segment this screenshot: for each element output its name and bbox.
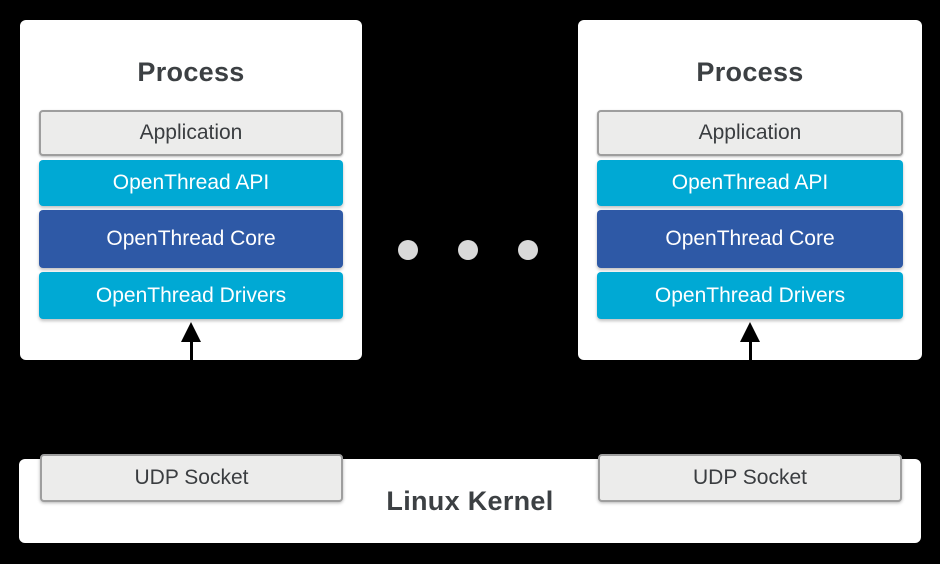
- process-title: Process: [696, 57, 804, 87]
- udp-socket-right: UDP Socket: [598, 454, 902, 502]
- ellipsis-separator: [398, 240, 538, 260]
- layer-openthread-api: OpenThread API: [39, 160, 343, 206]
- layer-openthread-core: OpenThread Core: [597, 210, 903, 268]
- arrow-line: [748, 342, 752, 360]
- arrow-up-icon: [740, 322, 760, 342]
- ellipsis-dot: [398, 240, 418, 260]
- layer-openthread-core: OpenThread Core: [39, 210, 343, 268]
- linux-kernel-label: Linux Kernel: [386, 486, 554, 516]
- udp-to-drivers-arrow: [181, 322, 201, 360]
- ellipsis-dot: [458, 240, 478, 260]
- process-card-left: Process Application OpenThread API OpenT…: [20, 20, 362, 360]
- arrow-up-icon: [181, 322, 201, 342]
- layer-openthread-drivers: OpenThread Drivers: [39, 272, 343, 319]
- layer-stack: Application OpenThread API OpenThread Co…: [39, 110, 343, 319]
- udp-to-drivers-arrow: [740, 322, 760, 360]
- layer-application: Application: [39, 110, 343, 156]
- layer-application: Application: [597, 110, 903, 156]
- udp-socket-left: UDP Socket: [40, 454, 343, 502]
- process-card-right: Process Application OpenThread API OpenT…: [578, 20, 922, 360]
- layer-openthread-api: OpenThread API: [597, 160, 903, 206]
- layer-openthread-drivers: OpenThread Drivers: [597, 272, 903, 319]
- arrow-line: [189, 342, 193, 360]
- process-title: Process: [137, 57, 245, 87]
- ellipsis-dot: [518, 240, 538, 260]
- layer-stack: Application OpenThread API OpenThread Co…: [597, 110, 903, 319]
